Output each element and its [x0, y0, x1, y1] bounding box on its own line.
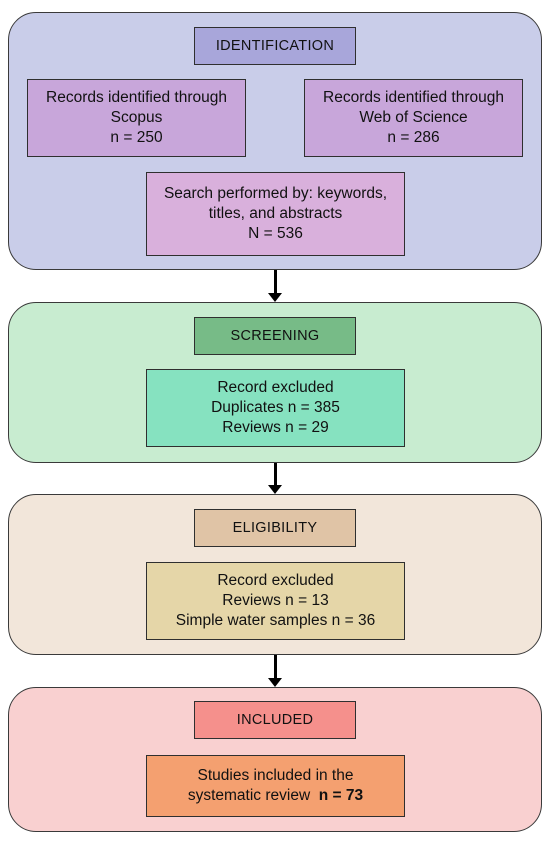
search-line-1: Search performed by: keywords,	[163, 185, 388, 202]
eligibility-header-label: ELIGIBILITY	[232, 520, 318, 536]
arrow-eligibility-to-included	[268, 655, 282, 687]
search-box: Search performed by: keywords, titles, a…	[146, 172, 405, 256]
included-studies-box: Studies included in the systematic revie…	[146, 755, 405, 817]
identification-header-label: IDENTIFICATION	[215, 38, 335, 54]
included-header: INCLUDED	[194, 701, 356, 739]
screening-duplicates: Duplicates n = 385	[211, 399, 340, 416]
wos-line-2: Web of Science	[359, 109, 468, 126]
screening-reviews: Reviews n = 29	[222, 419, 329, 436]
arrow-screening-to-eligibility	[268, 463, 282, 494]
eligibility-header: ELIGIBILITY	[194, 509, 356, 547]
wos-count: n = 286	[387, 129, 440, 146]
included-header-label: INCLUDED	[236, 712, 314, 728]
arrow-identification-to-screening	[268, 270, 282, 302]
screening-line-1: Record excluded	[217, 379, 334, 396]
screening-header-label: SCREENING	[230, 328, 320, 344]
wos-line-1: Records identified through	[323, 89, 504, 106]
scopus-count: n = 250	[110, 129, 163, 146]
screening-excluded-box: Record excluded Duplicates n = 385 Revie…	[146, 369, 405, 447]
eligibility-line-1: Record excluded	[217, 572, 334, 589]
included-line-1: Studies included in the	[197, 767, 354, 784]
scopus-records-box: Records identified through Scopus n = 25…	[27, 79, 246, 157]
included-line-2-prefix: systematic review	[187, 787, 311, 804]
search-total: N = 536	[248, 225, 303, 242]
identification-header: IDENTIFICATION	[194, 27, 356, 65]
screening-header: SCREENING	[194, 317, 356, 355]
scopus-line-1: Records identified through	[46, 89, 227, 106]
included-count: n = 73	[318, 787, 364, 804]
included-line-2: systematic review n = 73	[188, 786, 363, 806]
wos-records-box: Records identified through Web of Scienc…	[304, 79, 523, 157]
eligibility-excluded-box: Record excluded Reviews n = 13 Simple wa…	[146, 562, 405, 640]
scopus-line-2: Scopus	[110, 109, 163, 126]
eligibility-water-samples: Simple water samples n = 36	[175, 612, 376, 629]
search-line-2: titles, and abstracts	[208, 205, 343, 222]
eligibility-reviews: Reviews n = 13	[222, 592, 329, 609]
